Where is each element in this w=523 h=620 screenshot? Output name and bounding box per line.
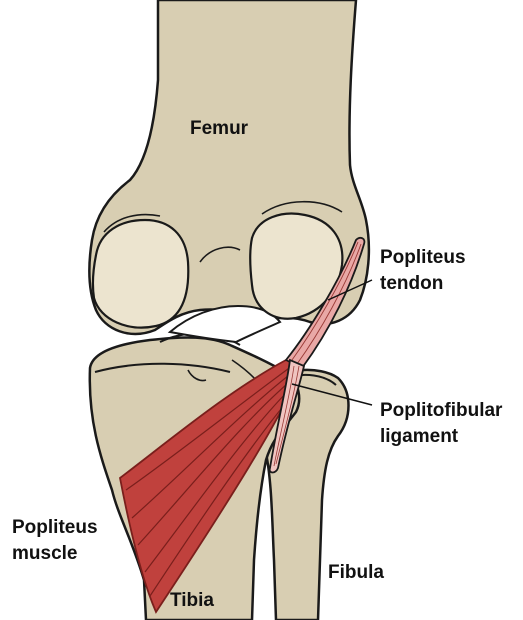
label-poplitofibular-ligament-line2: ligament	[380, 424, 502, 450]
label-tibia-text: Tibia	[170, 590, 214, 611]
label-femur-text: Femur	[190, 118, 248, 139]
label-popliteus-tendon-line2: tendon	[380, 271, 466, 297]
label-fibula: Fibula	[328, 560, 384, 586]
label-popliteus-tendon-line1: Popliteus	[380, 245, 466, 271]
label-poplitofibular-ligament: Poplitofibular ligament	[380, 398, 502, 450]
label-popliteus-muscle: Popliteus muscle	[12, 515, 98, 567]
label-popliteus-muscle-line1: Popliteus	[12, 515, 98, 541]
femur-medial-condyle	[93, 220, 188, 328]
label-popliteus-muscle-line2: muscle	[12, 541, 98, 567]
label-fibula-text: Fibula	[328, 562, 384, 583]
label-popliteus-tendon: Popliteus tendon	[380, 245, 466, 297]
label-tibia: Tibia	[170, 588, 214, 614]
label-poplitofibular-ligament-line1: Poplitofibular	[380, 398, 502, 424]
label-femur: Femur	[190, 116, 248, 142]
